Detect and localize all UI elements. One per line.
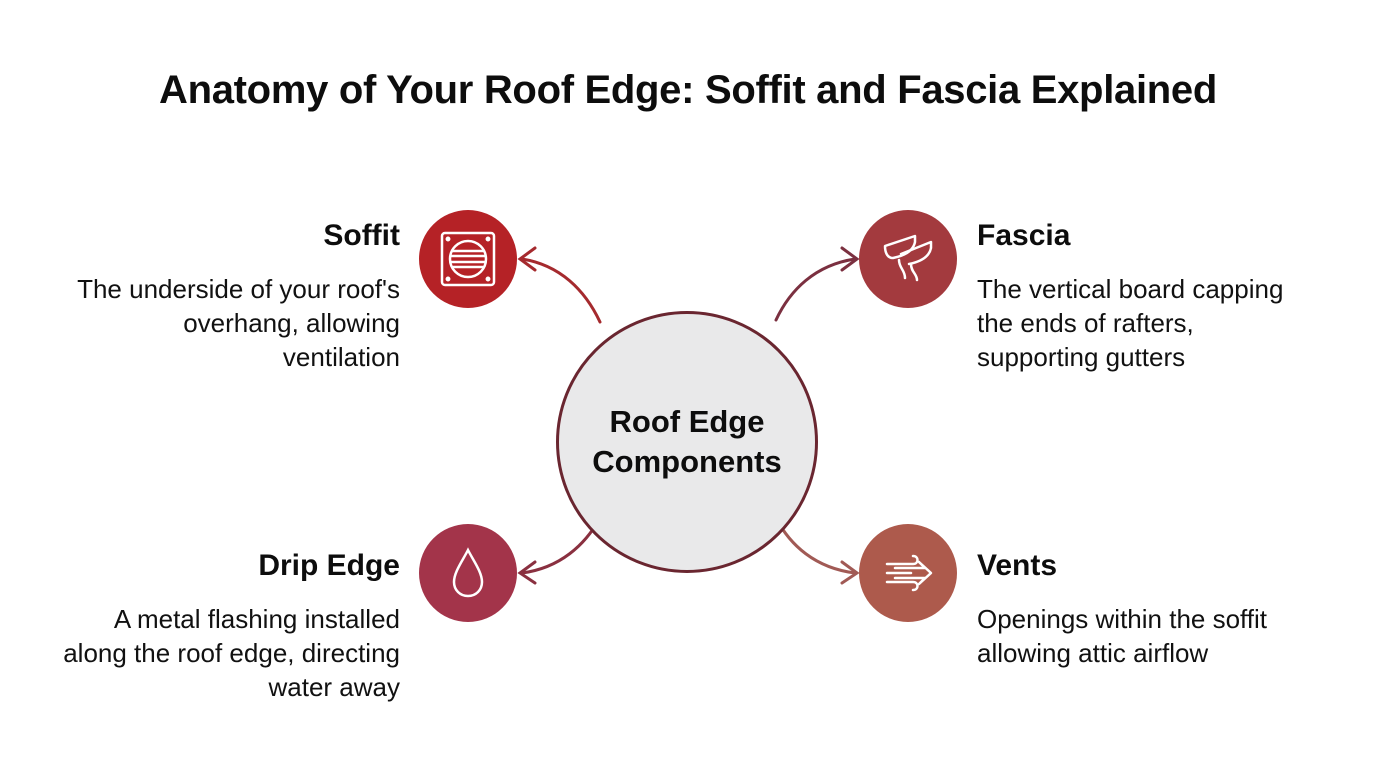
vents-title: Vents [977, 549, 1058, 582]
drip-edge-text-block: Drip Edge A metal flashing installed alo… [60, 548, 400, 704]
arrow-to-vents [774, 516, 860, 585]
soffit-title: Soffit [323, 219, 400, 252]
fascia-description: The vertical board capping the ends of r… [977, 274, 1284, 372]
page-title: Anatomy of Your Roof Edge: Soffit and Fa… [159, 68, 1217, 112]
fascia-text-block: Fascia The vertical board capping the en… [977, 218, 1317, 374]
drip-edge-description: A metal flashing installed along the roo… [63, 604, 400, 702]
vents-description: Openings within the soffit allowing atti… [977, 604, 1268, 668]
soffit-text-block: Soffit The underside of your roof's over… [60, 218, 400, 374]
drip-edge-node [419, 524, 517, 622]
gutter-icon [883, 234, 933, 282]
airflow-icon [885, 554, 933, 592]
fascia-title: Fascia [977, 219, 1071, 252]
soffit-node [419, 210, 517, 308]
hub-circle: Roof Edge Components [556, 311, 818, 573]
fascia-node [859, 210, 957, 308]
drip-edge-title: Drip Edge [258, 549, 400, 582]
vent-grille-icon [440, 231, 496, 287]
soffit-description: The underside of your roof's overhang, a… [77, 274, 400, 372]
water-drop-icon [452, 547, 484, 598]
hub-label: Roof Edge Components [592, 404, 782, 479]
vents-text-block: Vents Openings within the soffit allowin… [977, 548, 1317, 670]
arrow-to-soffit [517, 246, 602, 324]
vents-node [859, 524, 957, 622]
arrow-to-fascia [774, 246, 860, 322]
